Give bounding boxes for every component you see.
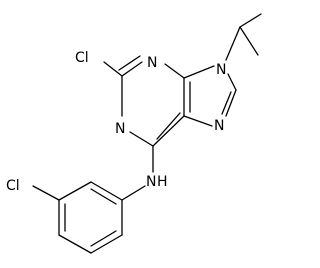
- atom-cl-bottom: Cl: [6, 178, 20, 194]
- bond-c4-n3: [164, 63, 185, 79]
- bond-c6-c5: [152, 115, 185, 147]
- bond-ph-c1-c2-double: [90, 188, 117, 205]
- bond-isopropyl-ch3-top: [239, 13, 262, 28]
- bond-c8-n7-double: [221, 91, 232, 115]
- atom-n-amine: N: [146, 174, 156, 190]
- bond-ph-c4-c5: [58, 234, 92, 254]
- atom-n-pyrimidine-left: N: [115, 121, 125, 137]
- bond-isopropyl-ch3-bottom: [239, 26, 259, 56]
- bond-n3-c2-double: [118, 55, 141, 71]
- bonds: [32, 13, 262, 254]
- bond-ph-c5-c6: [90, 234, 123, 254]
- bond-ph-c1-c2: [90, 181, 123, 201]
- bond-c2-cl: [103, 61, 123, 77]
- atom-n-imidazole-9: N: [216, 62, 226, 78]
- bond-ph-c2-c3: [58, 181, 92, 201]
- bond-n3-c2: [121, 61, 143, 77]
- molecule-diagram: Cl N N N N N H Cl: [6, 13, 262, 254]
- atom-h-amine: H: [157, 174, 168, 190]
- atom-n-pyrimidine-top: N: [147, 55, 157, 71]
- bond-n-amine-phenyl: [121, 185, 146, 201]
- bond-n7-c5: [183, 115, 213, 127]
- bond-n1-c6: [129, 131, 154, 147]
- bond-ph-cl: [32, 185, 60, 201]
- bond-ph-c5-c6-double: [90, 230, 117, 247]
- bond-c8-n7: [225, 89, 237, 117]
- bond-isopropyl-n9: [225, 26, 241, 61]
- bond-c4-n9: [183, 65, 215, 79]
- atom-labels: Cl N N N N N H Cl: [6, 50, 226, 194]
- bond-n9-c8: [227, 73, 237, 91]
- bond-c6-c5-double: [156, 112, 181, 140]
- atom-n-imidazole-7: N: [214, 118, 224, 134]
- atom-cl-top: Cl: [75, 50, 89, 66]
